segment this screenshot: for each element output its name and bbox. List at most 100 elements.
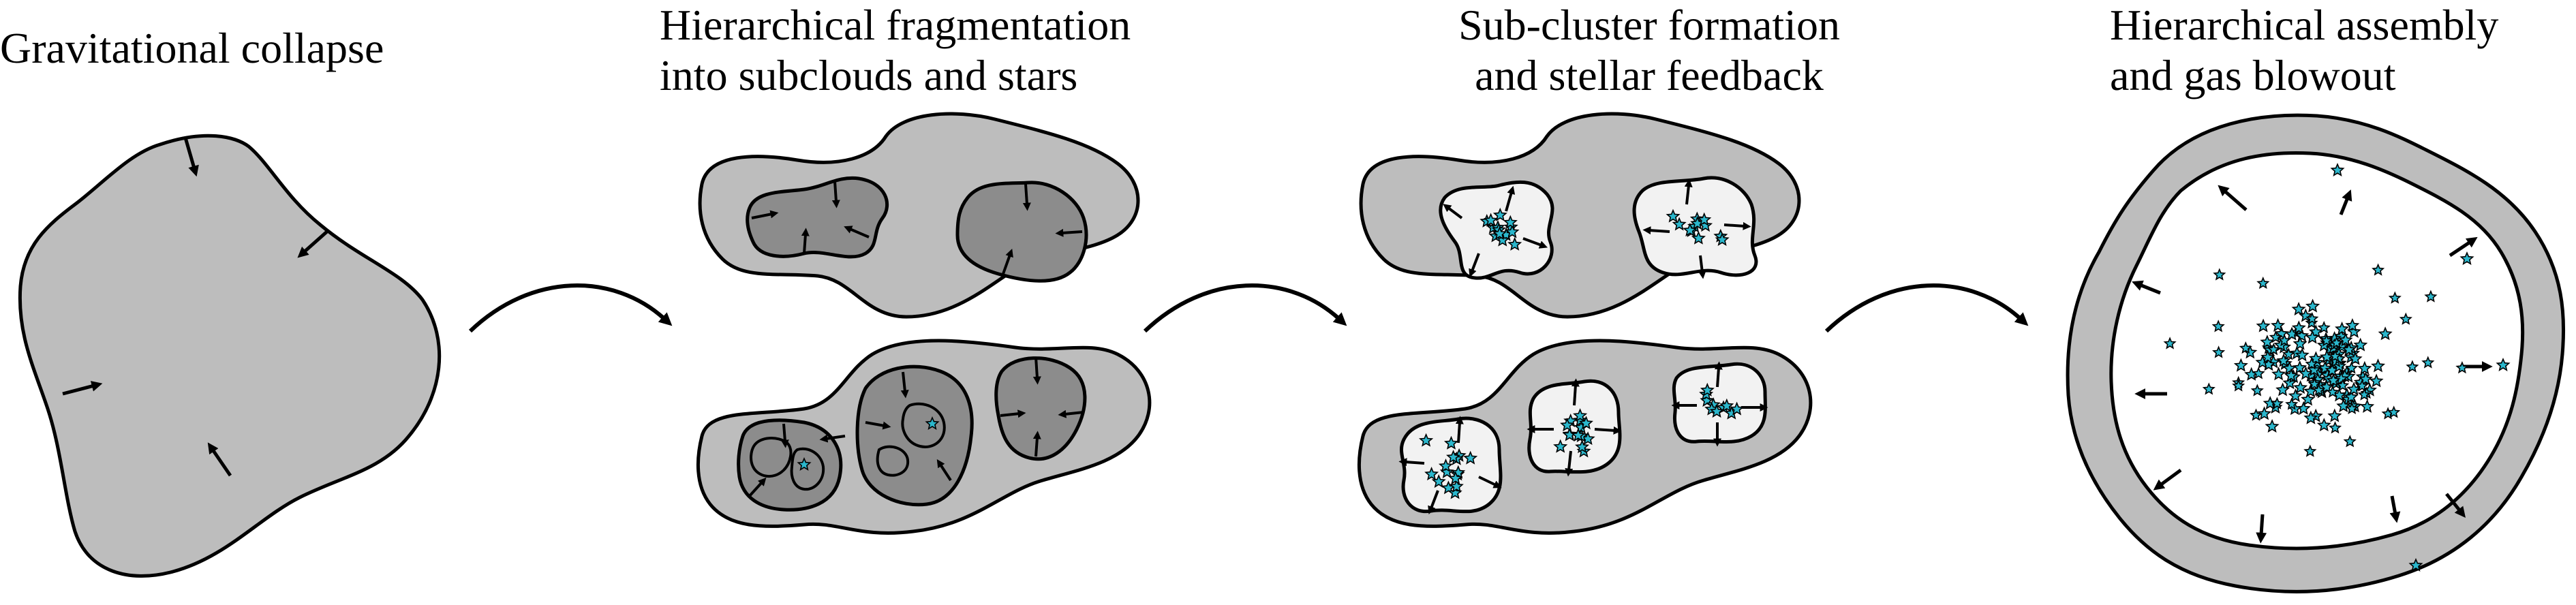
star-icon xyxy=(2421,356,2435,369)
panel-3-title-line-1: Sub-cluster formation xyxy=(1458,1,1840,49)
star-icon xyxy=(2256,318,2271,332)
star-icon xyxy=(2212,345,2226,358)
collapse-arrow xyxy=(936,459,952,482)
blowout-arrow xyxy=(2218,185,2248,211)
star-icon xyxy=(2348,351,2363,365)
blowout-cavity xyxy=(2109,151,2525,550)
panel-3-title-line-2: and stellar feedback xyxy=(1475,51,1824,99)
star-icon xyxy=(1553,439,1568,453)
star-icon xyxy=(2307,377,2321,390)
feedback-arrow xyxy=(1723,221,1751,230)
star-icon xyxy=(2333,371,2348,386)
collapse-arrow xyxy=(780,423,789,448)
star-icon xyxy=(2211,320,2225,332)
star-icon xyxy=(1431,474,1446,488)
fragment-core xyxy=(876,445,910,477)
star-icon xyxy=(1715,232,1730,246)
dense-core xyxy=(955,181,1088,283)
collapse-arrow xyxy=(801,228,810,254)
star-icon xyxy=(2293,336,2307,350)
collapse-arrow xyxy=(819,434,846,443)
transition-arrow-3 xyxy=(1824,283,2029,333)
collapse-arrow xyxy=(1000,409,1026,418)
star-icon xyxy=(2293,360,2307,374)
star-icon xyxy=(2260,350,2275,364)
blowout-arrow xyxy=(2389,495,2401,523)
star-icon xyxy=(1443,435,1458,450)
feedback-arrow xyxy=(1428,490,1439,514)
star-icon xyxy=(2285,397,2299,410)
star-icon xyxy=(2257,406,2272,420)
star-icon xyxy=(1578,416,1593,430)
star-icon xyxy=(2276,353,2291,367)
star-icon xyxy=(1719,398,1734,412)
star-icon xyxy=(1672,217,1687,231)
star-icon xyxy=(2305,311,2319,325)
star-icon xyxy=(2239,341,2252,354)
feedback-arrow xyxy=(1714,361,1723,388)
panel-1-cloud-group xyxy=(18,134,442,578)
star-icon xyxy=(1463,450,1478,465)
star-icon xyxy=(2346,382,2361,396)
panel-4-title: Hierarchical assembly and gas blowout xyxy=(2110,0,2498,101)
star-icon xyxy=(2369,373,2384,388)
blowout-arrow xyxy=(2132,280,2161,295)
star-icon xyxy=(1492,226,1507,241)
star-icon xyxy=(2345,401,2359,414)
feedback-arrow xyxy=(1594,426,1622,435)
feedback-arrow xyxy=(1642,226,1670,235)
panel-2-group xyxy=(696,112,1152,535)
star-icon xyxy=(2342,342,2357,356)
star-icon xyxy=(1666,208,1681,223)
collapse-arrow xyxy=(1032,356,1041,385)
feedback-arrow xyxy=(1398,458,1425,467)
feedback-arrow xyxy=(1522,237,1548,249)
star-icon xyxy=(2345,317,2360,332)
panel-2-title-line-2: into subclouds and stars xyxy=(660,51,1078,99)
inward-arrow xyxy=(62,381,103,396)
star-icon xyxy=(2305,298,2320,313)
blowout-arrow xyxy=(2449,236,2478,258)
star-icon xyxy=(2408,557,2423,572)
star-icon xyxy=(2260,335,2275,349)
star-icon xyxy=(1448,471,1463,485)
star-icon xyxy=(2345,361,2359,374)
star-icon xyxy=(2353,337,2368,352)
collapse-arrow xyxy=(747,477,767,499)
star-icon xyxy=(2163,337,2177,350)
star-icon xyxy=(1683,223,1698,237)
feedback-arrow xyxy=(1571,378,1580,406)
blowout-arrow xyxy=(2153,468,2182,491)
blowout-arrow xyxy=(2445,493,2466,518)
star-icon xyxy=(2282,360,2297,375)
star-icon xyxy=(2213,268,2226,281)
star-icon xyxy=(1697,212,1712,226)
star-icon xyxy=(2305,316,2318,329)
collapse-arrow xyxy=(1055,228,1083,237)
collapsing-cloud xyxy=(18,134,442,578)
feedback-arrow xyxy=(1505,185,1516,212)
star-icon xyxy=(1507,236,1522,251)
star-icon xyxy=(2291,320,2306,335)
panel-3-title: Sub-cluster formation and stellar feedba… xyxy=(1390,0,1908,101)
panel-4-title-line-1: Hierarchical assembly xyxy=(2110,1,2499,49)
star-icon xyxy=(2271,317,2286,332)
transition-arrow-2 xyxy=(1143,283,1347,333)
dense-core xyxy=(746,176,889,259)
star-icon xyxy=(2327,408,2342,422)
star-icon xyxy=(797,456,812,471)
star-icon xyxy=(2455,360,2469,374)
star-icon xyxy=(2388,291,2402,304)
feedback-arrow xyxy=(1565,450,1574,477)
collapse-arrow xyxy=(900,371,909,399)
panel-2-title: Hierarchical fragmentation into subcloud… xyxy=(660,0,1131,101)
star-icon xyxy=(2291,302,2306,316)
panel-3-group xyxy=(1358,112,1813,535)
star-icon xyxy=(1709,404,1724,418)
panel-1-title-line-1: Gravitational collapse xyxy=(0,24,384,72)
star-icon xyxy=(1505,224,1520,238)
collapse-arrow xyxy=(1058,409,1084,418)
upper-subcloud xyxy=(698,112,1140,319)
star-icon xyxy=(2336,378,2350,392)
star-icon xyxy=(2357,360,2372,375)
